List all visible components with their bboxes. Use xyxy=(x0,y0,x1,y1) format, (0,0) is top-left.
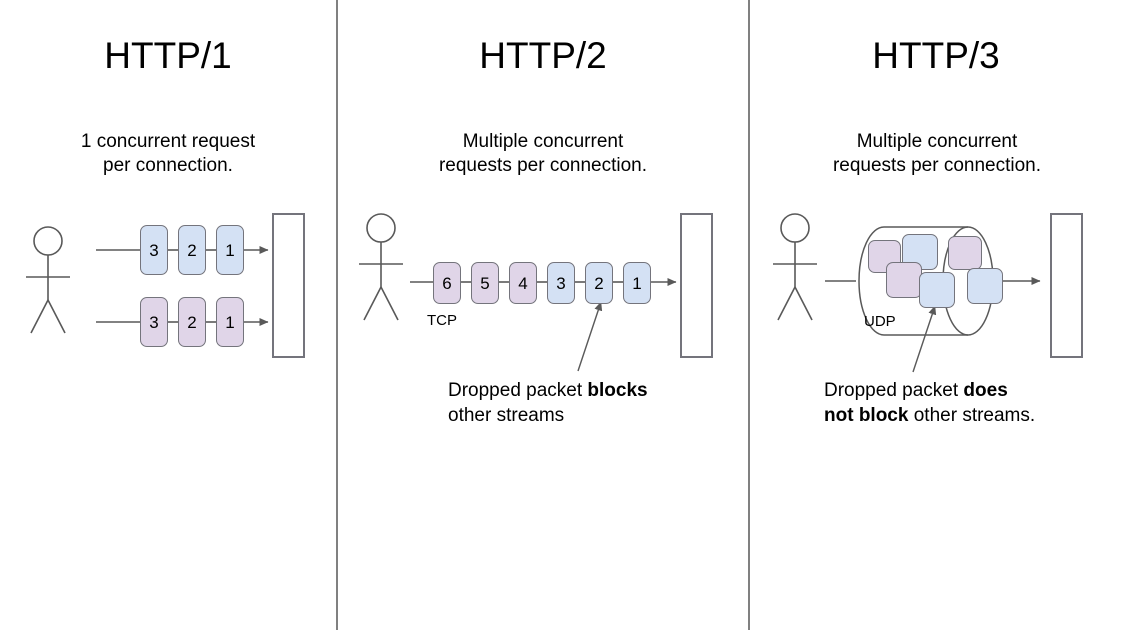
panel-subtitle-http2: Multiple concurrent requests per connect… xyxy=(368,130,718,178)
packet-http2-4[interactable]: 4 xyxy=(509,262,537,304)
packet-http1-s2-1[interactable]: 1 xyxy=(216,297,244,347)
packet-http1-s1-2[interactable]: 2 xyxy=(178,225,206,275)
panel-subtitle-http3-line1: Multiple concurrent xyxy=(856,131,1018,152)
note-http3-line1: Dropped packet does xyxy=(824,378,1114,403)
panel-subtitle-http1-line1: 1 concurrent request xyxy=(80,131,256,152)
transport-label-tcp: TCP xyxy=(427,312,457,329)
panel-subtitle-http2-line1: Multiple concurrent xyxy=(462,131,624,152)
note-http3-line2-bold: not block xyxy=(824,405,909,426)
note-http3-line1-plain: Dropped packet xyxy=(824,380,964,401)
panel-divider-1 xyxy=(336,0,338,630)
server-icon-http2 xyxy=(680,213,713,358)
transport-label-udp: UDP xyxy=(864,313,896,330)
panel-title-http1: HTTP/1 xyxy=(104,35,232,76)
panel-subtitle-http2-line2: requests per connection. xyxy=(438,155,648,176)
server-icon-http3 xyxy=(1050,213,1083,358)
client-icon-http3 xyxy=(773,213,817,321)
packet-http3-4[interactable] xyxy=(948,236,982,270)
panel-title-http3: HTTP/3 xyxy=(872,35,1000,76)
note-http3: Dropped packet does not block other stre… xyxy=(824,378,1114,428)
note-http3-line2-plain: other streams. xyxy=(908,405,1036,426)
panel-subtitle-http3: Multiple concurrent requests per connect… xyxy=(782,130,1092,178)
packet-http1-s1-1[interactable]: 1 xyxy=(216,225,244,275)
packet-http1-s1-3[interactable]: 3 xyxy=(140,225,168,275)
client-icon-http2 xyxy=(359,213,403,321)
packet-http3-5[interactable] xyxy=(919,272,955,308)
note-http2: Dropped packet blocks other streams xyxy=(448,378,728,428)
packet-http1-s2-3[interactable]: 3 xyxy=(140,297,168,347)
packet-http2-5[interactable]: 5 xyxy=(471,262,499,304)
packet-http1-s2-2[interactable]: 2 xyxy=(178,297,206,347)
note-http2-line1-plain: Dropped packet xyxy=(448,380,588,401)
panel-subtitle-http1: 1 concurrent request per connection. xyxy=(18,130,318,178)
server-icon-http1 xyxy=(272,213,305,358)
note-http2-line1-bold: blocks xyxy=(587,380,648,401)
callout-arrow-http3 xyxy=(912,305,937,373)
packet-http3-6[interactable] xyxy=(967,268,1003,304)
note-http2-line2-plain: other streams xyxy=(448,405,565,426)
panel-subtitle-http1-line2: per connection. xyxy=(103,155,233,176)
packet-http2-3[interactable]: 3 xyxy=(547,262,575,304)
packet-http2-1[interactable]: 1 xyxy=(623,262,651,304)
panel-title-http2: HTTP/2 xyxy=(479,35,607,76)
note-http2-line2: other streams xyxy=(448,403,728,428)
note-http3-line1-bold: does xyxy=(963,380,1008,401)
packet-http3-3[interactable] xyxy=(886,262,922,298)
panel-subtitle-http3-line2: requests per connection. xyxy=(832,155,1042,176)
note-http3-line2: not block other streams. xyxy=(824,403,1114,428)
client-icon-http1 xyxy=(26,226,70,334)
packet-http2-2[interactable]: 2 xyxy=(585,262,613,304)
callout-arrow-http2 xyxy=(577,301,603,372)
packet-http2-6[interactable]: 6 xyxy=(433,262,461,304)
note-http2-line1: Dropped packet blocks xyxy=(448,378,728,403)
panel-divider-2 xyxy=(748,0,750,630)
